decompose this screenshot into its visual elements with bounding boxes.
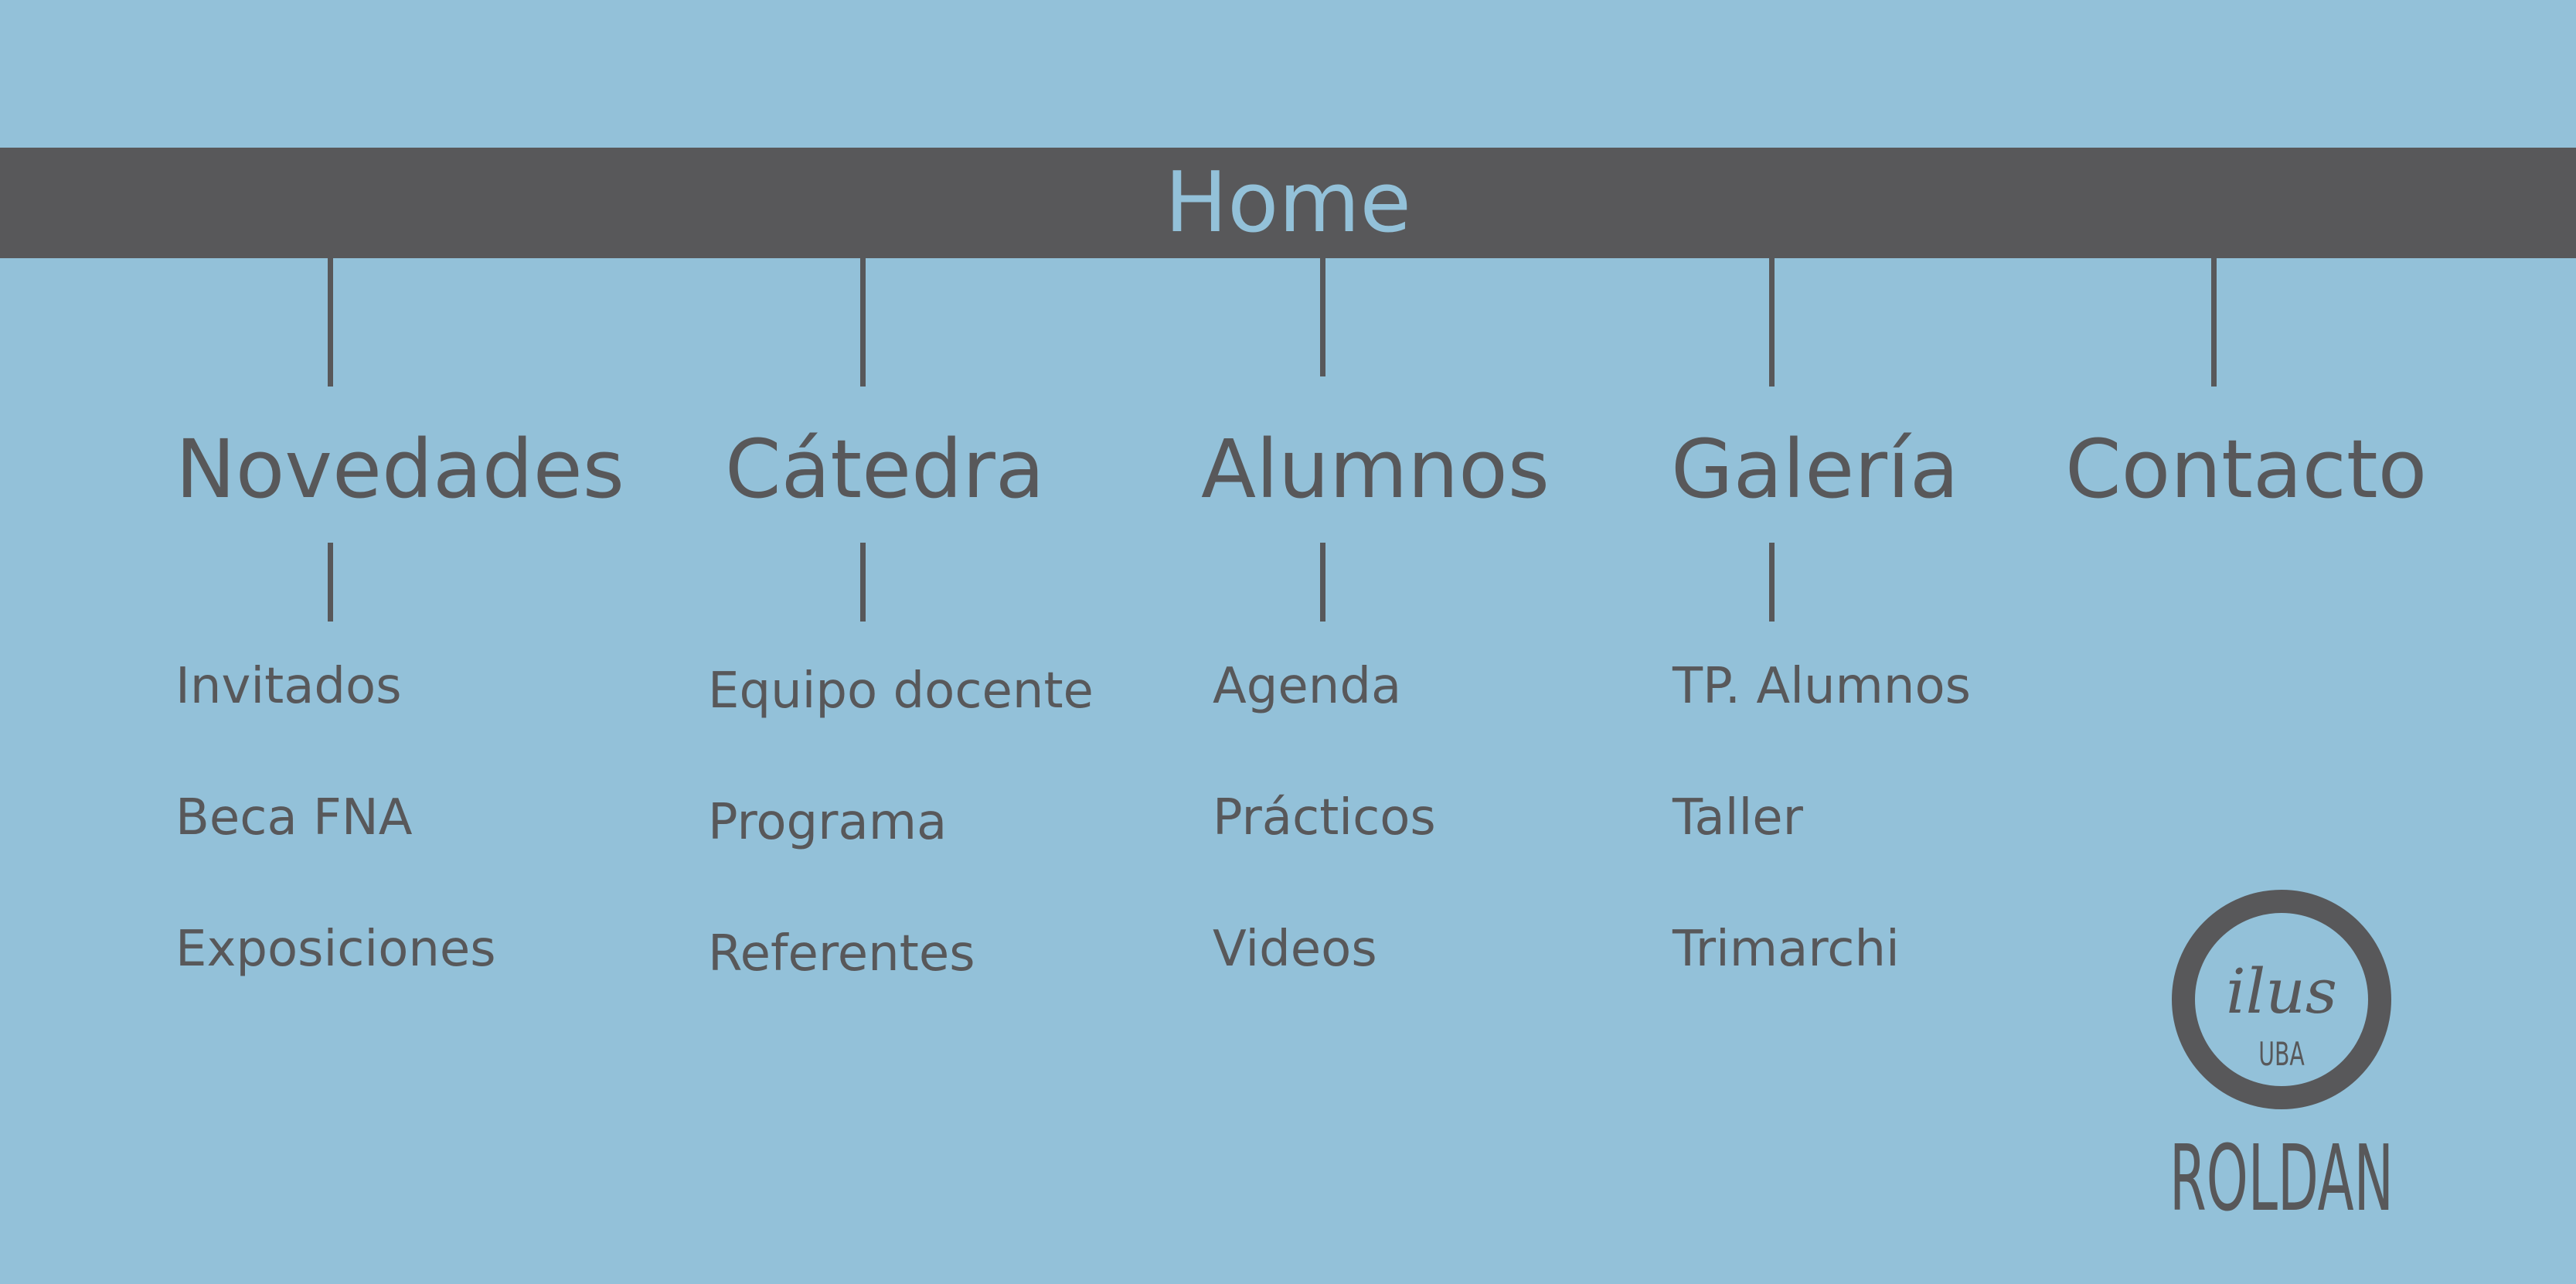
item-exposiciones[interactable]: Exposiciones (175, 921, 496, 978)
logo-sub-text: UBA (2258, 1036, 2305, 1074)
sub-connector-novedades (328, 543, 333, 622)
item-tp-alumnos[interactable]: TP. Alumnos (1673, 658, 1971, 715)
home-bar: Home (0, 148, 2576, 258)
logo-ring (2172, 890, 2391, 1109)
item-programa[interactable]: Programa (708, 794, 948, 851)
logo-script-text: ilus (2226, 955, 2337, 1027)
item-invitados[interactable]: Invitados (175, 658, 402, 715)
connector-catedra (860, 258, 866, 387)
section-catedra[interactable]: Cátedra (725, 422, 1045, 516)
connector-novedades (328, 258, 333, 387)
section-contacto[interactable]: Contacto (2065, 422, 2428, 516)
sub-connector-catedra (860, 543, 866, 622)
item-equipo-docente[interactable]: Equipo docente (708, 662, 1094, 720)
item-practicos[interactable]: Prácticos (1213, 789, 1436, 846)
section-novedades[interactable]: Novedades (175, 422, 624, 516)
section-galeria[interactable]: Galería (1671, 422, 1959, 516)
item-beca-fna[interactable]: Beca FNA (175, 789, 413, 846)
item-videos[interactable]: Videos (1213, 921, 1377, 978)
logo-name-text: ROLDAN (2169, 1125, 2394, 1229)
item-agenda[interactable]: Agenda (1213, 658, 1402, 715)
connector-alumnos (1320, 258, 1325, 376)
sub-connector-alumnos (1320, 543, 1325, 622)
item-referentes[interactable]: Referentes (708, 925, 975, 983)
item-trimarchi[interactable]: Trimarchi (1673, 921, 1900, 978)
item-taller[interactable]: Taller (1673, 789, 1803, 846)
home-node[interactable]: Home (1165, 155, 1411, 251)
section-alumnos[interactable]: Alumnos (1201, 422, 1550, 516)
connector-contacto (2211, 258, 2217, 387)
connector-galeria (1769, 258, 1775, 387)
ilus-uba-roldan-logo: ilus UBA ROLDAN (2169, 890, 2394, 1229)
sub-connector-galeria (1769, 543, 1775, 622)
